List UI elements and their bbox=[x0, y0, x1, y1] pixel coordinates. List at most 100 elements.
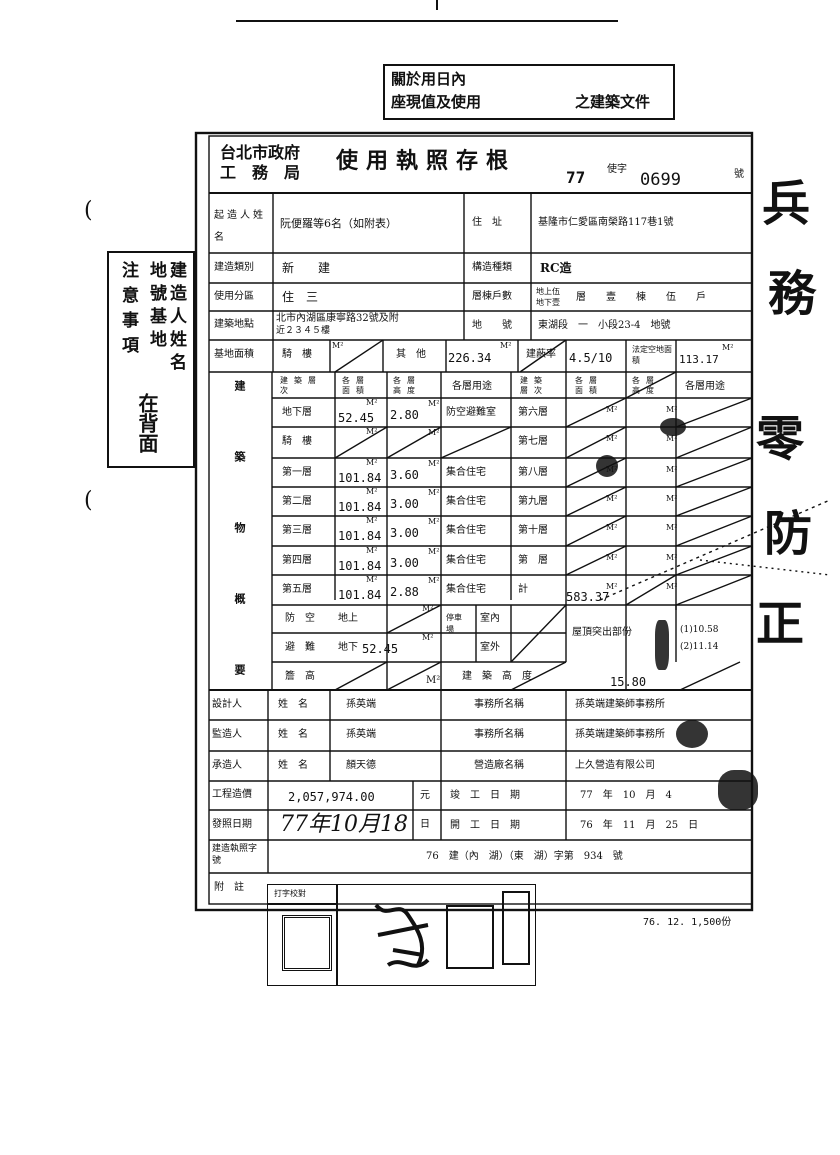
designer-label: 設計人 bbox=[212, 699, 242, 710]
complete-label: 竣 工 日 期 bbox=[450, 790, 520, 801]
floor-level-right: 第七層 bbox=[518, 436, 548, 447]
floor-height-unit-right: M² bbox=[666, 465, 678, 474]
floor-height-unit: M² bbox=[428, 399, 440, 408]
contractor-label: 承造人 bbox=[212, 760, 242, 771]
floor-height-unit: M² bbox=[428, 576, 440, 585]
address-value: 基隆市仁愛區南榮路117巷1號 bbox=[538, 217, 674, 228]
legal-area-unit: M² bbox=[722, 343, 734, 352]
designer-office: 孫英端建築師事務所 bbox=[575, 699, 665, 710]
floor-area-unit: M² bbox=[366, 427, 378, 436]
floor-area: 52.45 bbox=[338, 411, 375, 425]
header-stamp: 關於用日內 座現值及使用 之建築文件 bbox=[383, 64, 675, 120]
third-seal bbox=[502, 891, 530, 965]
floor-area-unit-right: M² bbox=[606, 405, 618, 414]
left-stamp-col1: 建造人姓名 bbox=[166, 261, 186, 376]
parking-in: 室內 bbox=[480, 613, 500, 624]
floor-use: 集合住宅 bbox=[446, 584, 486, 595]
ink-mark-5 bbox=[655, 620, 669, 670]
parking-out: 室外 bbox=[480, 642, 500, 653]
floor-use: 防空避難室 bbox=[446, 407, 496, 418]
supervisor-label: 監造人 bbox=[212, 729, 242, 740]
coverage-label: 建蔽率 bbox=[526, 349, 556, 360]
build-type-label: 建造類別 bbox=[214, 262, 254, 273]
permit-suffix: 號 bbox=[734, 169, 744, 180]
floor-area-unit-right: M² bbox=[606, 434, 618, 443]
floor-area: 101.84 bbox=[338, 500, 382, 514]
supervisor-office-label: 事務所名稱 bbox=[474, 729, 524, 740]
agency-line-2: 工 務 局 bbox=[220, 163, 301, 182]
typist-seal bbox=[282, 915, 332, 971]
build-type-value: 新 建 bbox=[282, 261, 331, 275]
floor-height: 3.00 bbox=[390, 497, 419, 511]
floor-level: 第一層 bbox=[282, 467, 312, 478]
floors-value: 層 壹 棟 伍 戶 bbox=[576, 292, 706, 303]
area-arcade-unit: M² bbox=[332, 341, 344, 350]
floor-area-unit-right: M² bbox=[606, 494, 618, 503]
coverage-value: 4.5/10 bbox=[569, 351, 613, 365]
cost-unit: 元 bbox=[420, 790, 430, 801]
col-header-level-r: 建築層次 bbox=[520, 376, 548, 395]
ink-mark-1 bbox=[596, 455, 618, 477]
address-label: 住 址 bbox=[472, 217, 502, 228]
floor-level: 騎 樓 bbox=[282, 436, 312, 447]
eaves-unit: M² bbox=[426, 675, 441, 686]
building-summary-label: 建築物概要 bbox=[233, 380, 246, 735]
floor-area: 101.84 bbox=[338, 529, 382, 543]
left-stamp: 建造人姓名 地號基地 注意事項 在背面 bbox=[107, 251, 195, 468]
handwritten-signature bbox=[368, 895, 448, 975]
permit-prefix: 使字 bbox=[607, 164, 627, 175]
floor-use: 集合住宅 bbox=[446, 525, 486, 536]
floor-height: 3.60 bbox=[390, 468, 419, 482]
use-zone-value: 住 三 bbox=[282, 290, 319, 304]
left-stamp-col2: 地號基地 bbox=[146, 261, 166, 353]
print-footer: 76. 12. 1,500份 bbox=[643, 917, 732, 928]
eaves-label: 簷 高 bbox=[285, 671, 315, 682]
right-margin-char: 正 bbox=[756, 596, 805, 652]
start-value: 76 年 11 月 25 日 bbox=[580, 820, 699, 831]
permit-label: 建造執照字號 bbox=[212, 844, 258, 866]
height-value: 15.80 bbox=[610, 675, 647, 689]
floor-height-unit-right: M² bbox=[666, 405, 678, 414]
floors-above: 地上伍 bbox=[536, 287, 560, 296]
total-area-value: 583.37 bbox=[566, 590, 610, 604]
floor-area-unit: M² bbox=[366, 398, 378, 407]
area-label: 基地面積 bbox=[214, 349, 254, 360]
floor-level-right: 第八層 bbox=[518, 467, 548, 478]
left-stamp-col3: 注意事項 bbox=[118, 261, 138, 361]
designer-name: 孫英端 bbox=[346, 699, 376, 710]
left-margin-mark-2: ( bbox=[84, 488, 93, 513]
second-seal bbox=[446, 905, 494, 969]
area-other-value: 226.34 bbox=[448, 351, 492, 365]
site-value-2: 近２３４５樓 bbox=[276, 326, 331, 336]
contractor-company: 上久營造有限公司 bbox=[575, 760, 655, 771]
typist-label: 打字校對 bbox=[274, 889, 306, 898]
floor-area: 101.84 bbox=[338, 588, 382, 602]
col-header-use-l: 各層用途 bbox=[452, 381, 492, 392]
site-value-1: 北市內湖區康寧路32號及附 bbox=[276, 313, 399, 324]
col-header-height-l: 各層高度 bbox=[393, 376, 421, 395]
floors-label: 層棟戶數 bbox=[472, 291, 512, 302]
floor-height-unit-right: M² bbox=[666, 582, 678, 591]
defense-above-unit: M² bbox=[422, 604, 434, 613]
floor-level-right: 第九層 bbox=[518, 496, 548, 507]
legal-area-label: 法定空地面積 bbox=[632, 345, 672, 365]
floor-height: 3.00 bbox=[390, 526, 419, 540]
floor-height-unit: M² bbox=[428, 488, 440, 497]
floor-area: 101.84 bbox=[338, 559, 382, 573]
floor-height-unit: M² bbox=[428, 547, 440, 556]
issue-value: 77年10月18 bbox=[280, 812, 408, 837]
floor-area-unit: M² bbox=[366, 487, 378, 496]
typist-stamp-box: 打字校對 bbox=[267, 884, 536, 986]
floor-height-unit-right: M² bbox=[666, 553, 678, 562]
supervisor-office: 孫英端建築師事務所 bbox=[575, 729, 665, 740]
contractor-name: 顏天德 bbox=[346, 760, 376, 771]
note-label: 附 註 bbox=[214, 882, 244, 893]
cost-value: 2,057,974.00 bbox=[288, 790, 375, 804]
right-margin-char: 兵 bbox=[762, 176, 811, 232]
builder-label: 起造人姓名 bbox=[214, 210, 266, 243]
top-tick bbox=[436, 0, 438, 10]
ink-mark-2 bbox=[660, 418, 686, 436]
col-header-area-l: 各層面積 bbox=[342, 376, 370, 395]
floor-area-unit-right: M² bbox=[606, 523, 618, 532]
